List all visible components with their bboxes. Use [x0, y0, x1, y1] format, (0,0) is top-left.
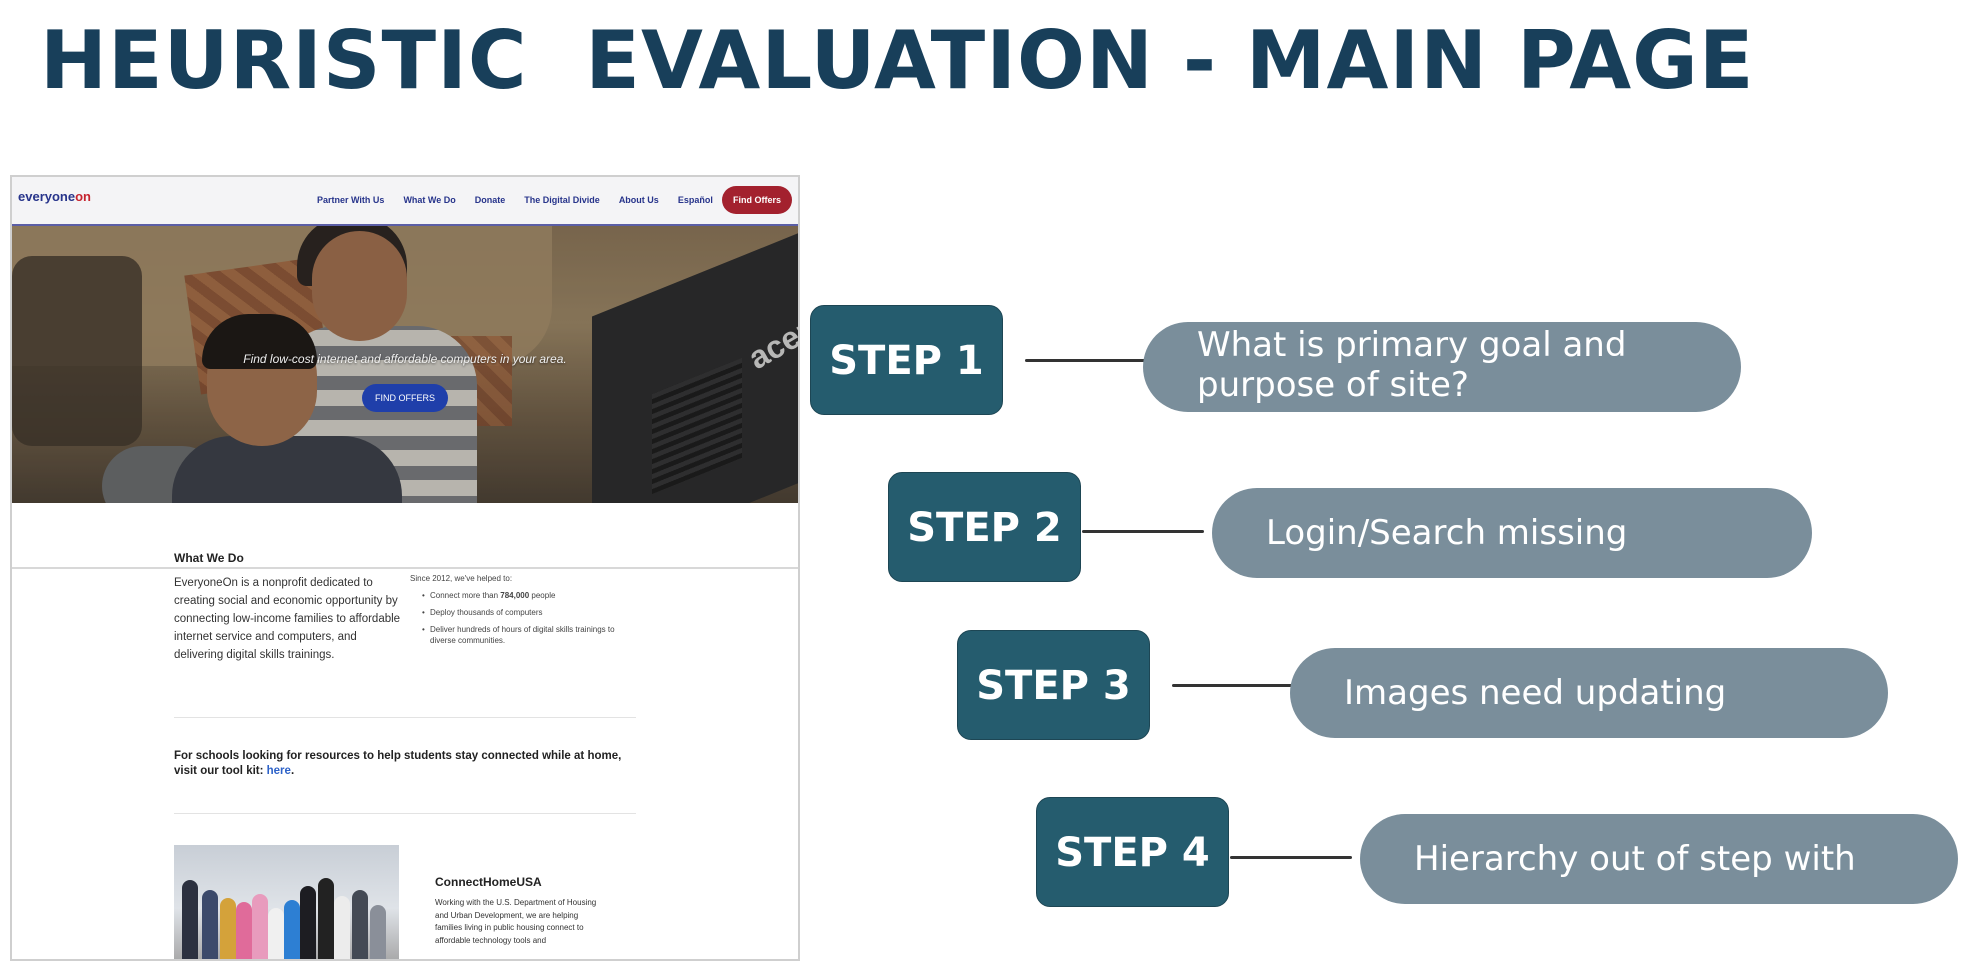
list-item: Deploy thousands of computers: [422, 607, 632, 618]
nav-item-donate[interactable]: Donate: [474, 195, 506, 205]
logo-main: everyone: [18, 189, 76, 204]
step-4-note-line: Hierarchy out of step with: [1414, 839, 1856, 879]
step-1-note-line: What is primary goal and: [1197, 325, 1627, 365]
list-item: Connect more than 784,000 people: [422, 590, 632, 601]
connector-line: [1230, 856, 1352, 859]
hero-woman-face: [312, 231, 407, 341]
connecthome-title: ConnectHomeUSA: [435, 875, 542, 889]
hero-sofa-arm: [12, 256, 142, 446]
nav-item-espanol[interactable]: Español: [677, 195, 713, 205]
what-we-do-text: EveryoneOn is a nonprofit dedicated to c…: [174, 577, 401, 661]
page-title: HEURISTIC EVALUATION - MAIN PAGE: [40, 14, 1755, 107]
hero-boy-hair: [202, 314, 317, 369]
step-4-note: Hierarchy out of step with: [1360, 814, 1958, 904]
logo-accent: on: [75, 189, 91, 204]
site-navbar: everyoneon Partner With Us What We Do Do…: [12, 177, 798, 226]
schools-text: For schools looking for resources to hel…: [174, 750, 622, 777]
nav-item-what-we-do[interactable]: What We Do: [403, 195, 456, 205]
divider: [174, 717, 636, 718]
step-4-box: STEP 4: [1036, 797, 1229, 907]
connecthome-text: Working with the U.S. Department of Hous…: [435, 898, 597, 945]
step-1-note: What is primary goal and purpose of site…: [1143, 322, 1741, 412]
website-screenshot: everyoneon Partner With Us What We Do Do…: [10, 175, 800, 961]
step-2-box: STEP 2: [888, 472, 1081, 582]
connector-line: [1025, 359, 1145, 362]
since-text: Since 2012, we've helped to:: [410, 574, 513, 583]
find-offers-nav-button[interactable]: Find Offers: [722, 186, 792, 214]
nav-item-digital-divide[interactable]: The Digital Divide: [524, 195, 600, 205]
hero-text: Find low-cost internet and affordable co…: [243, 352, 567, 366]
divider: [12, 567, 798, 569]
find-offers-hero-button[interactable]: FIND OFFERS: [362, 384, 448, 412]
connector-line: [1172, 684, 1296, 687]
nav-item-partner-with-us[interactable]: Partner With Us: [317, 195, 385, 205]
tool-kit-link[interactable]: here: [266, 765, 291, 777]
connecthome-photo: [174, 845, 399, 959]
hero-banner: acer Find low-cost internet and affordab…: [12, 226, 798, 503]
divider: [174, 813, 636, 814]
impact-list: Connect more than 784,000 people Deploy …: [422, 590, 632, 652]
connector-line: [1082, 530, 1204, 533]
step-1-note-line: purpose of site?: [1197, 365, 1469, 405]
step-3-box: STEP 3: [957, 630, 1150, 740]
step-3-note: Images need updating: [1290, 648, 1888, 738]
step-2-note-line: Login/Search missing: [1266, 513, 1628, 553]
nav-links: Partner With Us What We Do Donate The Di…: [317, 195, 713, 205]
nav-item-about-us[interactable]: About Us: [618, 195, 659, 205]
step-3-note-line: Images need updating: [1344, 673, 1727, 713]
list-item: Deliver hundreds of hours of digital ski…: [422, 624, 632, 646]
step-1-box: STEP 1: [810, 305, 1003, 415]
step-2-note: Login/Search missing: [1212, 488, 1812, 578]
hero-boy: [172, 436, 402, 503]
what-we-do-heading: What We Do: [174, 551, 244, 565]
site-logo[interactable]: everyoneon: [18, 189, 91, 204]
